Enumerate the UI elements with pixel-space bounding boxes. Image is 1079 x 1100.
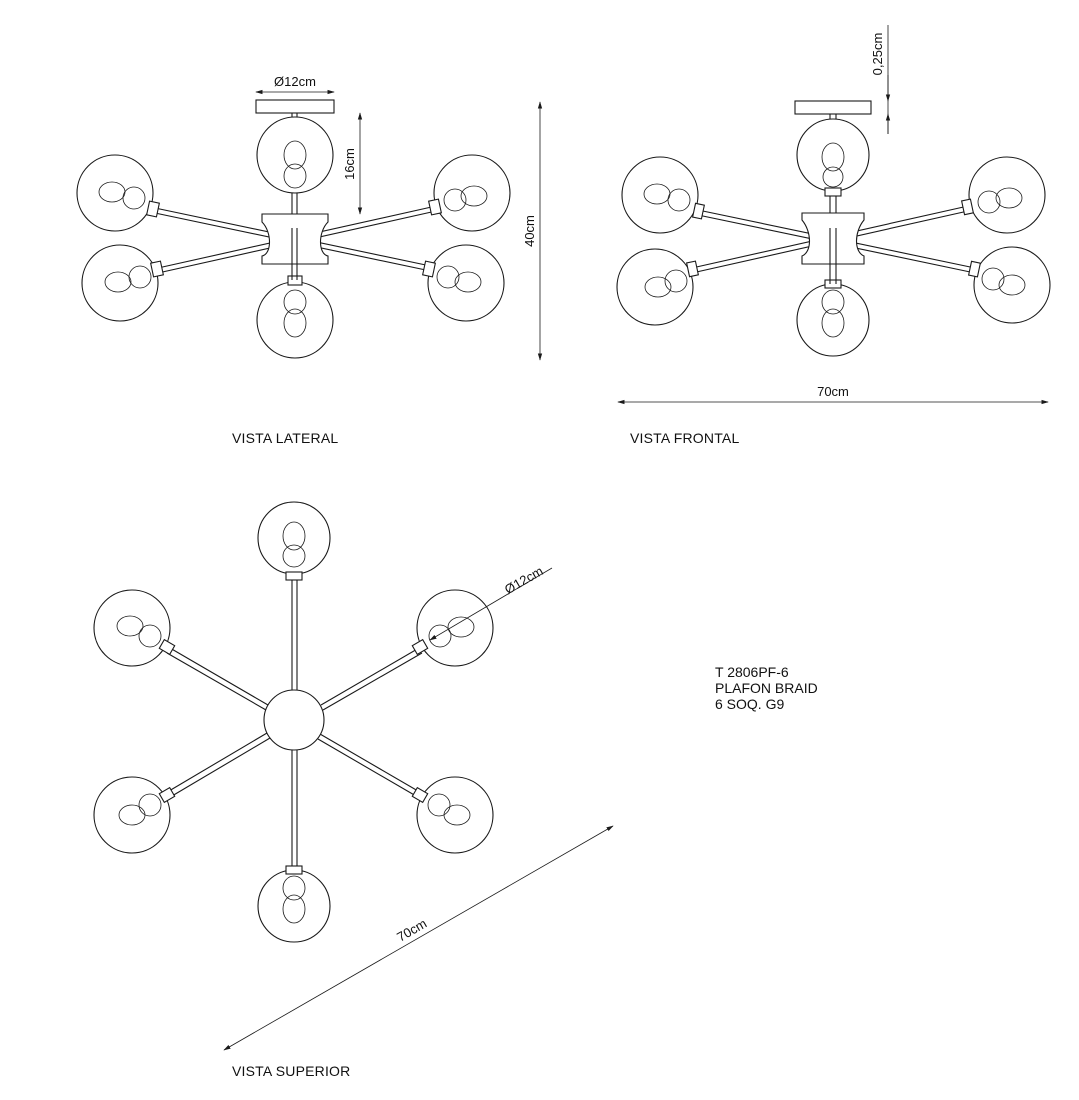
front-canopy-dimension: 0,25cm [870, 33, 885, 76]
front-view-drawing: 0,25cm 70cm [616, 25, 1051, 405]
globe-upper-left [76, 154, 154, 232]
product-info: T 2806PF-6 PLAFON BRAID 6 SOQ. G9 [715, 664, 818, 712]
globe-bottom [256, 281, 334, 359]
front-width-dimension: 70cm [817, 384, 849, 399]
globe-top [256, 116, 334, 194]
globe-upper-right [416, 589, 494, 667]
top-width-dimension: 70cm [394, 916, 429, 945]
globe-lower-right [973, 246, 1051, 324]
globe-lower-left [93, 776, 171, 854]
central-hub [261, 213, 329, 265]
ceiling-canopy [255, 99, 335, 114]
top-view-caption: VISTA SUPERIOR [232, 1063, 351, 1079]
globe-top [257, 501, 331, 575]
globe-upper-right [433, 154, 511, 232]
central-hub [263, 689, 325, 751]
globe-lower-right [416, 776, 494, 854]
central-hub [801, 212, 865, 265]
globe-lower-right [427, 244, 505, 322]
globe-lower-left [81, 244, 159, 322]
globe-upper-left [93, 589, 171, 667]
globe-upper-left [621, 156, 699, 234]
globe-bottom [796, 283, 870, 357]
side-view-caption: VISTA LATERAL [232, 430, 339, 446]
product-sockets: 6 SOQ. G9 [715, 696, 785, 712]
globe-top [796, 118, 870, 192]
globe-upper-right [968, 156, 1046, 234]
globe-lower-left [616, 248, 694, 326]
side-diameter-dimension: Ø12cm [274, 74, 316, 89]
globe-bottom [257, 869, 331, 943]
front-view-caption: VISTA FRONTAL [630, 430, 740, 446]
ceiling-canopy [794, 100, 872, 115]
top-view-drawing: Ø12cm 70cm [93, 501, 614, 1051]
top-diameter-dimension: Ø12cm [502, 563, 546, 597]
side-height-dimension: 40cm [522, 215, 537, 247]
side-arm-dimension: 16cm [342, 148, 357, 180]
product-code: T 2806PF-6 [715, 664, 789, 680]
side-view-drawing: Ø12cm 16cm 40cm [76, 74, 543, 361]
product-name: PLAFON BRAID [715, 680, 818, 696]
